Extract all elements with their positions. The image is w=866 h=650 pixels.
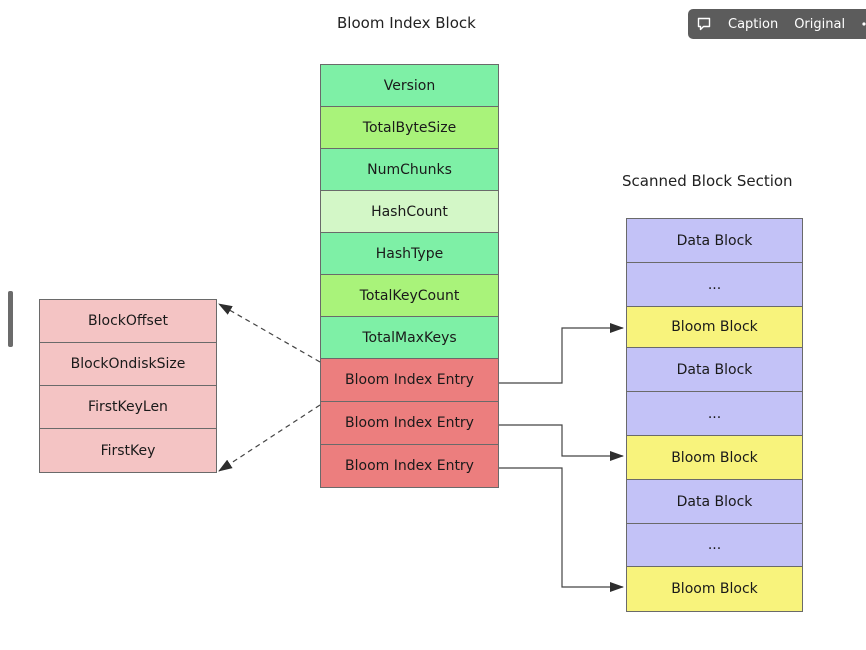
comment-icon bbox=[697, 17, 711, 31]
bloom-index-block: Version TotalByteSize NumChunks HashCoun… bbox=[320, 64, 499, 488]
field-total-key-count: TotalKeyCount bbox=[320, 274, 499, 317]
field-hash-type: HashType bbox=[320, 232, 499, 275]
data-block-2: Data Block bbox=[626, 347, 803, 392]
bloom-index-entry-3: Bloom Index Entry bbox=[320, 444, 499, 488]
dashed-arrow-top bbox=[218, 303, 321, 363]
field-total-max-keys: TotalMaxKeys bbox=[320, 316, 499, 359]
field-hash-count: HashCount bbox=[320, 190, 499, 233]
scanned-section-title: Scanned Block Section bbox=[622, 172, 793, 190]
comment-button[interactable] bbox=[688, 9, 720, 39]
more-icon bbox=[862, 22, 866, 26]
field-block-ondisk-size: BlockOndiskSize bbox=[39, 342, 217, 386]
arrow-entry2-to-bloom2 bbox=[499, 424, 624, 461]
dashed-arrow-bottom bbox=[218, 404, 321, 472]
arrow-entry3-to-bloom3 bbox=[499, 467, 624, 592]
entry-detail-block: BlockOffset BlockOndiskSize FirstKeyLen … bbox=[39, 299, 217, 473]
original-button[interactable]: Original bbox=[794, 16, 846, 32]
more-button[interactable] bbox=[853, 9, 866, 39]
ellipsis-block-1: ... bbox=[626, 262, 803, 307]
scanned-block-section: Data Block ... Bloom Block Data Block ..… bbox=[626, 218, 803, 612]
bloom-index-entry-1: Bloom Index Entry bbox=[320, 358, 499, 402]
field-num-chunks: NumChunks bbox=[320, 148, 499, 191]
field-first-key: FirstKey bbox=[39, 428, 217, 473]
field-version: Version bbox=[320, 64, 499, 107]
arrow-entry1-to-bloom1 bbox=[499, 323, 624, 384]
data-block-3: Data Block bbox=[626, 479, 803, 524]
bloom-block-3: Bloom Block bbox=[626, 566, 803, 612]
field-total-byte-size: TotalByteSize bbox=[320, 106, 499, 149]
bloom-block-2: Bloom Block bbox=[626, 435, 803, 480]
ellipsis-block-3: ... bbox=[626, 523, 803, 567]
field-block-offset: BlockOffset bbox=[39, 299, 217, 343]
index-block-title: Bloom Index Block bbox=[337, 14, 476, 32]
data-block-1: Data Block bbox=[626, 218, 803, 263]
image-toolbar: Caption Original bbox=[688, 9, 866, 39]
bloom-index-entry-2: Bloom Index Entry bbox=[320, 401, 499, 445]
scrollbar-thumb[interactable] bbox=[8, 291, 13, 347]
caption-button[interactable]: Caption bbox=[728, 16, 779, 32]
